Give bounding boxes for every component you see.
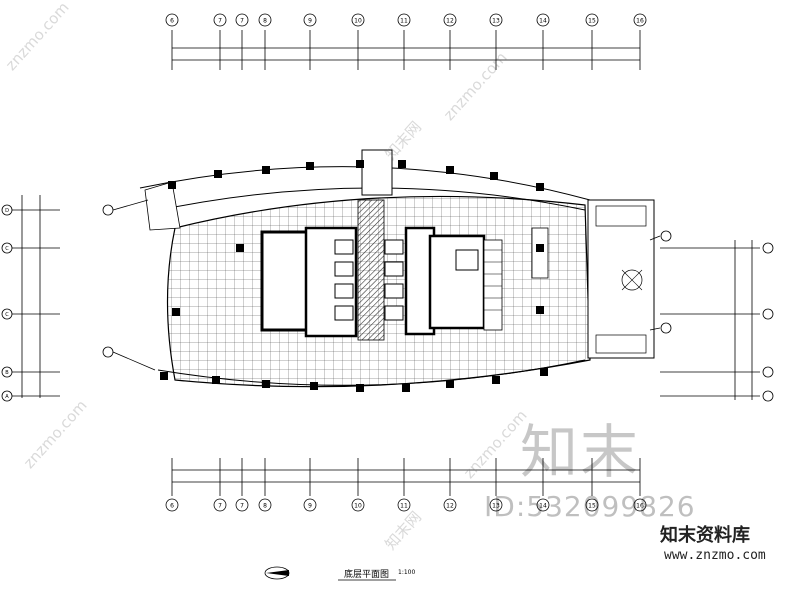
building-core [260, 149, 549, 341]
bottom-axis-bubbles [165, 498, 647, 512]
axis-label: 12 [446, 503, 454, 510]
row-label: B [5, 370, 9, 376]
axis-label: 8 [263, 503, 267, 510]
building-floor [139, 166, 655, 388]
axis-label: 11 [400, 18, 408, 25]
left-axis-bubbles [1, 204, 13, 402]
row-label: D [5, 208, 9, 214]
left-dimension [10, 195, 60, 398]
axis-label: 13 [492, 503, 500, 510]
north-arrow [264, 566, 290, 580]
axis-label: 6 [170, 18, 174, 25]
axis-label: 7 [218, 503, 222, 510]
axis-label: 16 [636, 503, 644, 510]
watermark-id: ID:532099826 [484, 490, 696, 523]
right-axis-bubbles [762, 242, 774, 402]
top-dimension [171, 30, 641, 70]
axis-label: 14 [539, 503, 547, 510]
axis-label: 9 [308, 503, 312, 510]
right-dimension [660, 240, 760, 400]
axis-label: 15 [588, 503, 596, 510]
bottom-dimension [171, 458, 641, 496]
axis-label: 16 [636, 18, 644, 25]
row-label: C [5, 246, 9, 252]
drawing-scale: 1:100 [398, 569, 416, 576]
axis-label: 11 [400, 503, 408, 510]
axis-label: 14 [539, 18, 547, 25]
axis-label: 15 [588, 18, 596, 25]
axis-label: 6 [170, 503, 174, 510]
top-axis-bubbles [165, 13, 647, 27]
axis-label: 7 [240, 503, 244, 510]
axis-label: 8 [263, 18, 267, 25]
row-label: A [5, 394, 9, 400]
section-markers [102, 199, 672, 371]
axis-label: 7 [218, 18, 222, 25]
axis-label: 12 [446, 18, 454, 25]
row-label: C [5, 312, 9, 318]
axis-label: 13 [492, 18, 500, 25]
axis-label: 7 [240, 18, 244, 25]
watermark-big: 知末 [520, 418, 641, 486]
logo-url: www.znzmo.com [664, 548, 766, 563]
drawing-title: 底层平面图 [344, 570, 390, 580]
axis-label: 9 [308, 18, 312, 25]
axis-label: 10 [354, 503, 362, 510]
logo-brand-text: 知末资料库 [660, 525, 750, 546]
columns [160, 160, 548, 392]
axis-label: 10 [354, 18, 362, 25]
